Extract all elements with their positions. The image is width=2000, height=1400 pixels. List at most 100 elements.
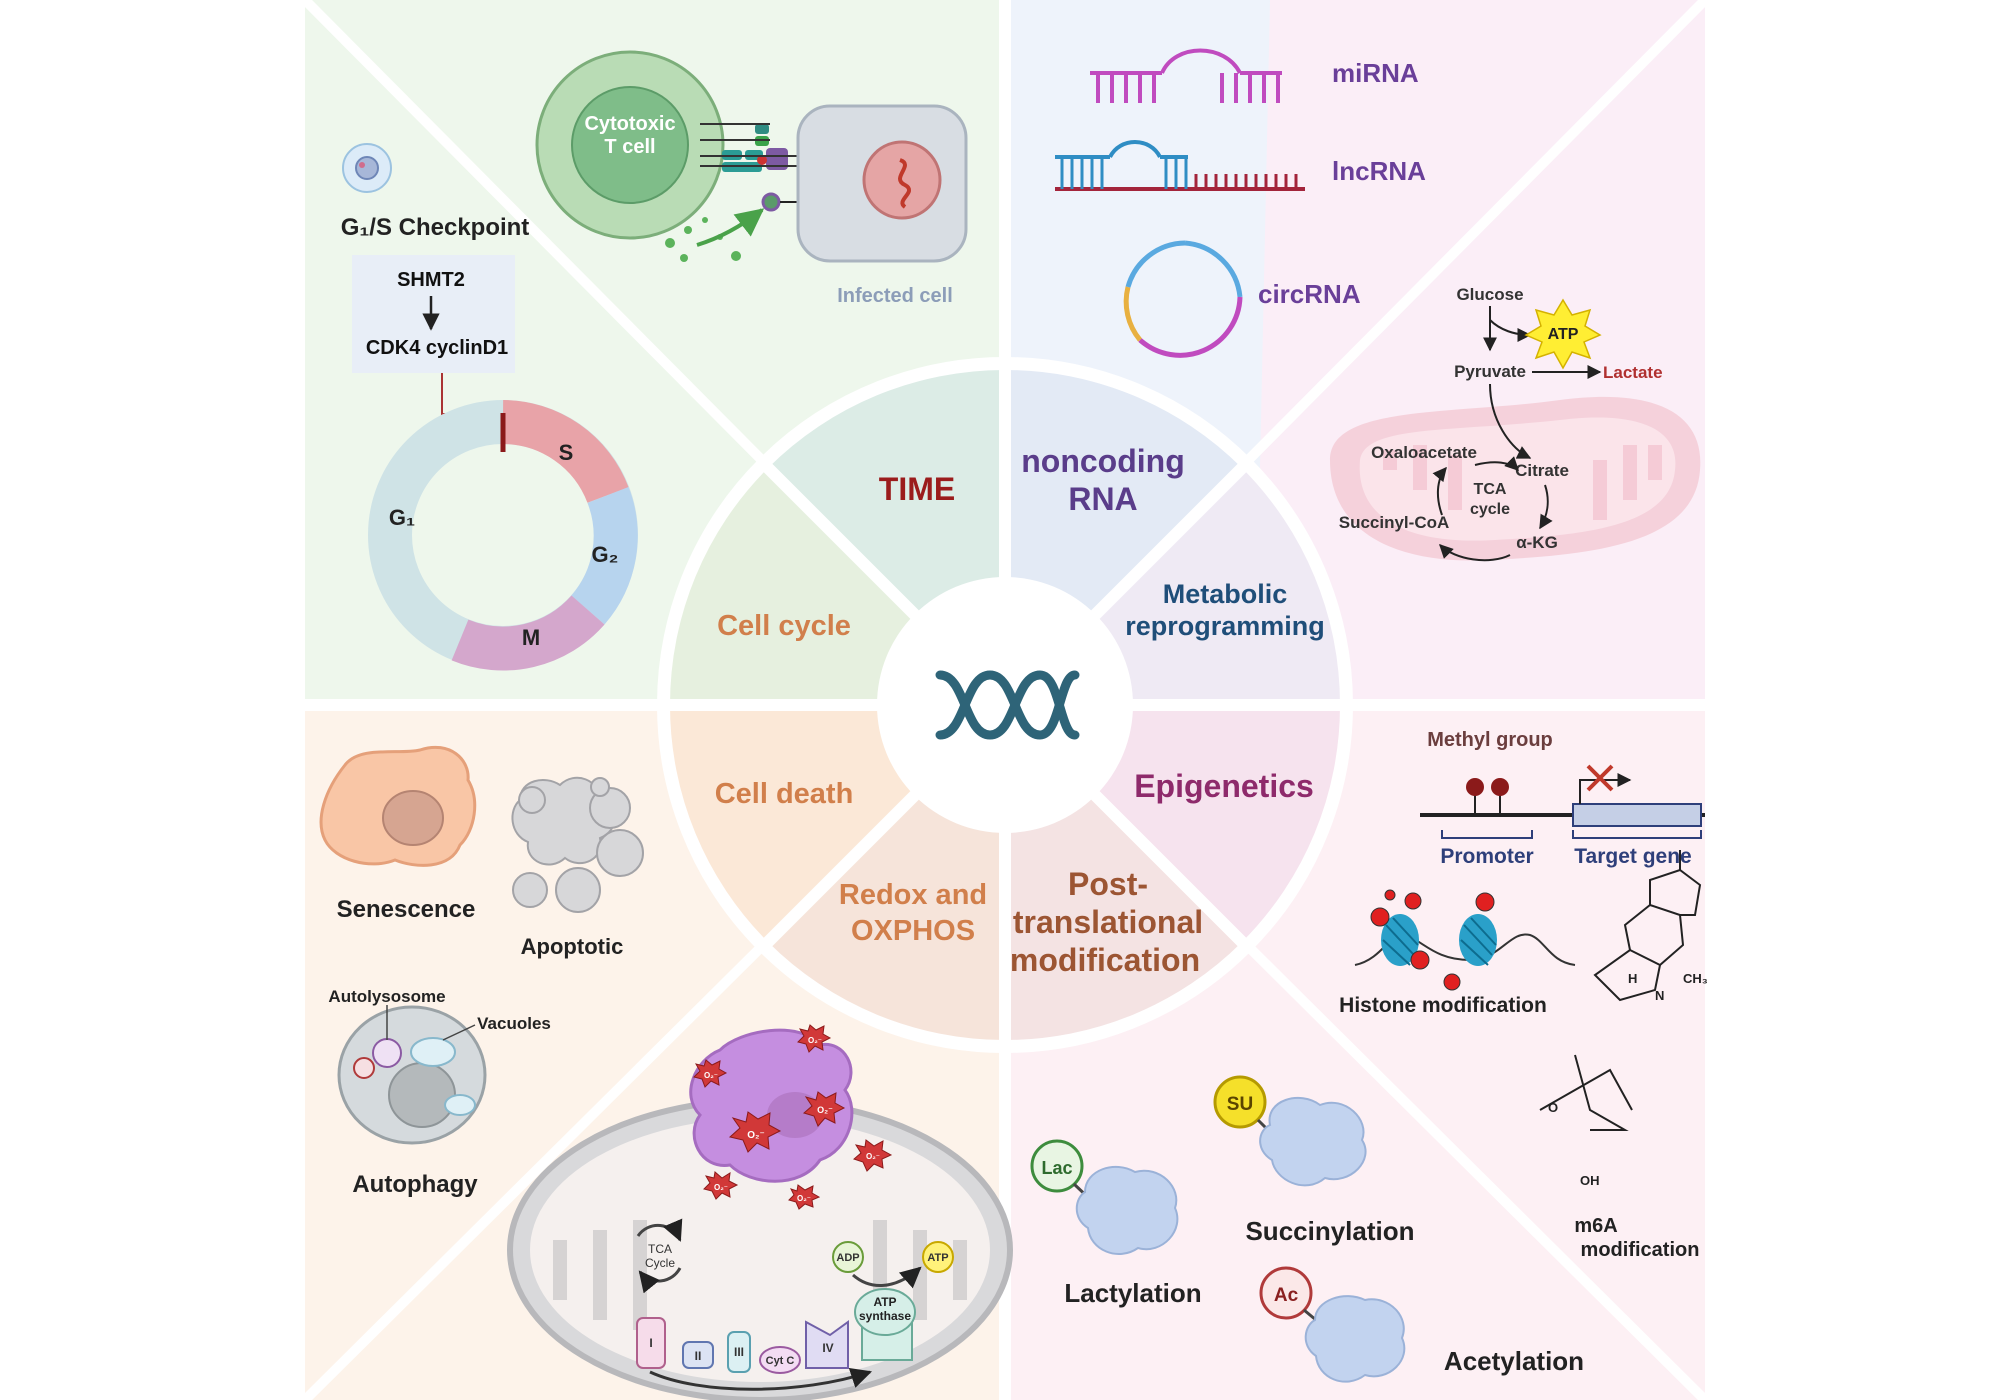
checkpoint-box-bottom: CDK4 cyclinD1 bbox=[366, 337, 508, 359]
histone-label: Histone modification bbox=[1339, 994, 1547, 1017]
checkpoint-title: G₁/S Checkpoint bbox=[341, 214, 530, 241]
ros-label-2: O₂⁻ bbox=[704, 1071, 718, 1080]
adp-label: ADP bbox=[836, 1252, 859, 1264]
cell-cycle-ring: S G₁ G₂ M bbox=[368, 400, 638, 671]
checkpoint-box-top: SHMT2 bbox=[397, 269, 465, 291]
lactylation-label: Lactylation bbox=[1064, 1278, 1201, 1308]
phase-g1: G₁ bbox=[389, 505, 415, 530]
akg-label: α-KG bbox=[1516, 533, 1558, 552]
sector-label-ptm-1: Post- bbox=[1068, 866, 1148, 902]
atp-node bbox=[922, 1241, 954, 1273]
rna-panel: miRNA lncRNA circRNA bbox=[1055, 48, 1426, 358]
sector-label-noncoding-2: RNA bbox=[1068, 481, 1137, 517]
sector-label-ptm-3: modification bbox=[1010, 942, 1200, 978]
sector-label-cell-cycle: Cell cycle bbox=[717, 610, 851, 642]
cell-cycle-panel: G₁/S Checkpoint SHMT2 CDK4 cyclinD1 S G₁… bbox=[341, 143, 638, 671]
methyl-group-label: Methyl group bbox=[1427, 729, 1553, 751]
lac-tag: Lac bbox=[1041, 1158, 1072, 1178]
sector-label-time: TIME bbox=[879, 471, 955, 507]
histone-graphic bbox=[1354, 889, 1576, 991]
m6a-oh: OH bbox=[1580, 1173, 1600, 1188]
t-cell-label-2: T cell bbox=[604, 136, 655, 158]
granule-dots bbox=[665, 208, 765, 262]
ros-bursts bbox=[693, 1024, 893, 1210]
lncrna-graphic bbox=[1055, 140, 1305, 191]
sector-label-ptm-2: translational bbox=[1013, 904, 1203, 940]
m6a-label-1: m6A bbox=[1574, 1215, 1617, 1237]
autophagy-label: Autophagy bbox=[352, 1171, 478, 1198]
ac-tag: Ac bbox=[1274, 1285, 1299, 1306]
phase-m: M bbox=[522, 625, 540, 650]
sector-label-noncoding-1: noncoding bbox=[1021, 443, 1185, 479]
center-wheel: TIME noncoding RNA Metabolic reprogrammi… bbox=[657, 357, 1353, 1053]
dna-helix-icon bbox=[935, 670, 1080, 740]
cytotoxic-t-cell: Cytotoxic T cell bbox=[535, 50, 725, 240]
ros-label-4: O₂⁻ bbox=[747, 1130, 765, 1141]
ros-label-1: O₂⁻ bbox=[808, 1036, 822, 1045]
adp-node bbox=[832, 1241, 864, 1273]
atp-node-label: ATP bbox=[927, 1252, 948, 1264]
complex-i-label: I bbox=[649, 1336, 652, 1350]
infected-cell-label: Infected cell bbox=[837, 285, 953, 307]
phase-s: S bbox=[559, 440, 574, 465]
mitochondrion-graphic bbox=[1330, 396, 1701, 561]
metabolic-panel: Glucose ATP Pyruvate Lactate Oxaloacetat… bbox=[1330, 285, 1701, 562]
sector-label-metabolic-2: reprogramming bbox=[1125, 611, 1325, 641]
m6a-o: O bbox=[1548, 1100, 1558, 1115]
succinylation-protein: SU bbox=[1213, 1075, 1367, 1187]
atp-synthase-label-1: ATP bbox=[873, 1295, 896, 1309]
atp-synthase-label-2: synthase bbox=[859, 1309, 911, 1323]
autophagy-cell bbox=[337, 1005, 487, 1145]
sector-label-cell-death: Cell death bbox=[715, 778, 854, 810]
ptm-panel: SU Succinylation Lac Lactylation Ac Acet… bbox=[1030, 1075, 1584, 1383]
ros-label-7: O₂⁻ bbox=[797, 1194, 811, 1203]
tca-cycle-label-1: TCA bbox=[648, 1242, 672, 1256]
succinyl-coa-label: Succinyl-CoA bbox=[1339, 513, 1450, 532]
promoter-label: Promoter bbox=[1440, 845, 1533, 868]
succinylation-label: Succinylation bbox=[1245, 1216, 1414, 1246]
circrna-graphic bbox=[1123, 240, 1243, 358]
sector-label-epigenetics: Epigenetics bbox=[1134, 768, 1314, 804]
lactylation-protein: Lac bbox=[1030, 1139, 1179, 1255]
mirna-graphic bbox=[1090, 48, 1282, 103]
cell-icon bbox=[342, 143, 392, 193]
senescence-label: Senescence bbox=[337, 896, 476, 923]
tca-label-2: cycle bbox=[1470, 501, 1510, 518]
circrna-label: circRNA bbox=[1258, 279, 1361, 309]
sector-label-metabolic-1: Metabolic bbox=[1163, 579, 1288, 609]
complex-iii-label: III bbox=[734, 1345, 744, 1359]
t-cell-label-1: Cytotoxic bbox=[584, 113, 675, 135]
acetylation-protein: Ac bbox=[1259, 1266, 1406, 1383]
m6a-h: H bbox=[1628, 971, 1637, 986]
complex-iv-label: IV bbox=[822, 1341, 833, 1355]
glucose-label: Glucose bbox=[1456, 285, 1523, 304]
methyl-pins bbox=[1466, 778, 1509, 815]
m6a-label-2: modification bbox=[1581, 1239, 1700, 1261]
target-gene-box bbox=[1572, 803, 1702, 827]
mirna-label: miRNA bbox=[1332, 58, 1419, 88]
oxaloacetate-label: Oxaloacetate bbox=[1371, 443, 1477, 462]
vacuoles-label: Vacuoles bbox=[477, 1014, 551, 1033]
apoptotic-label: Apoptotic bbox=[521, 934, 624, 959]
phase-g2: G₂ bbox=[592, 542, 619, 567]
target-gene-label: Target gene bbox=[1574, 845, 1691, 868]
autolysosome-label: Autolysosome bbox=[328, 987, 445, 1006]
m6a-n1: N bbox=[1655, 988, 1664, 1003]
sector-label-redox-2: OXPHOS bbox=[851, 915, 975, 947]
acetylation-label: Acetylation bbox=[1444, 1346, 1584, 1376]
damaged-cell bbox=[689, 1028, 854, 1183]
ros-label-3: O₂⁻ bbox=[817, 1105, 833, 1115]
tca-label-1: TCA bbox=[1474, 481, 1507, 498]
tca-cycle-label-2: Cycle bbox=[645, 1256, 675, 1270]
sector-label-redox-1: Redox and bbox=[839, 879, 987, 911]
blocked-x-icon bbox=[1586, 764, 1614, 792]
redox-panel: O₂⁻ O₂⁻ O₂⁻ O₂⁻ O₂⁻ O₂⁻ O₂⁻ TCA Cycle AD… bbox=[507, 1024, 1013, 1400]
m6a-ch3: CH₃ bbox=[1683, 971, 1708, 986]
time-panel: Cytotoxic T cell Infected bbox=[535, 50, 968, 307]
atp-label: ATP bbox=[1548, 326, 1579, 343]
m6a-structure bbox=[1539, 850, 1702, 1131]
complex-ii-label: II bbox=[695, 1349, 702, 1363]
lactate-label: Lactate bbox=[1603, 363, 1663, 382]
atp-synthase: ATP synthase bbox=[854, 1288, 916, 1361]
